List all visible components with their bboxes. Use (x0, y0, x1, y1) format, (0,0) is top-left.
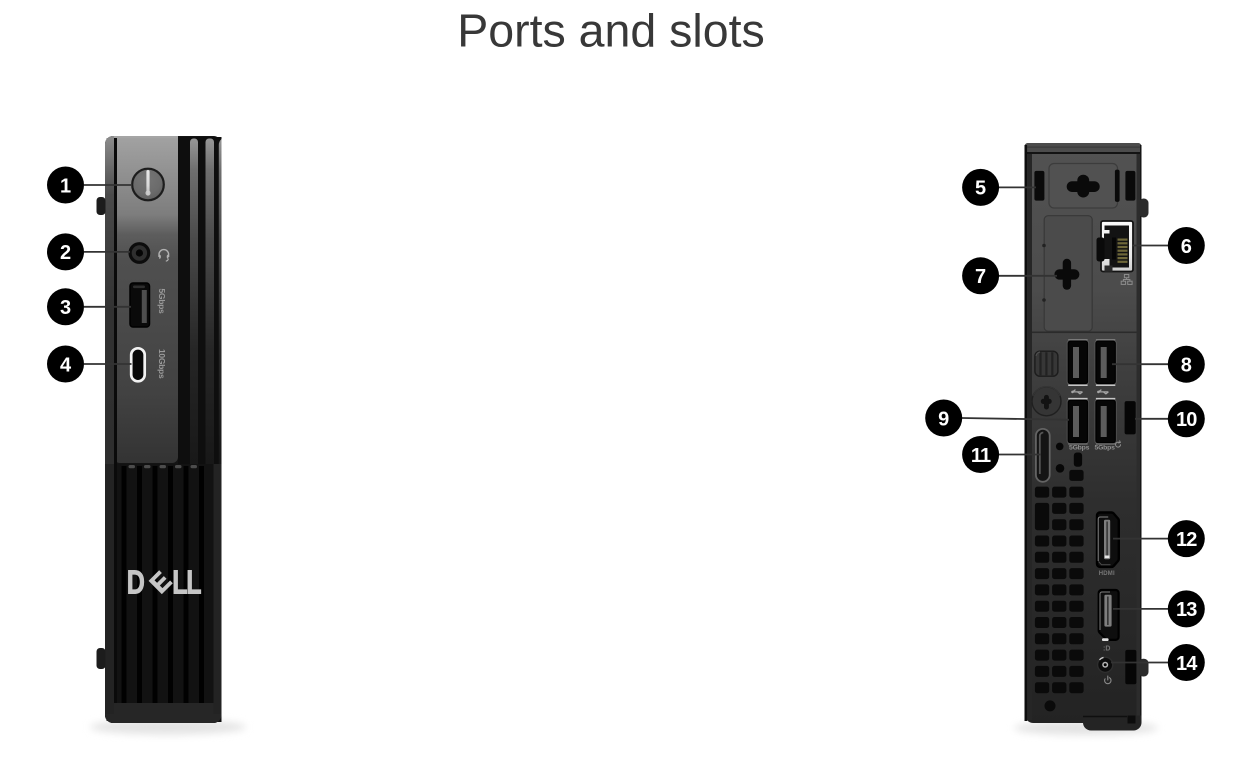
svg-text:12: 12 (1176, 529, 1197, 551)
svg-text:3: 3 (60, 297, 71, 319)
svg-text:7: 7 (975, 266, 986, 288)
svg-text:HDMI: HDMI (1099, 571, 1115, 577)
svg-text:2: 2 (60, 242, 71, 264)
svg-text:D: D (127, 564, 145, 601)
svg-text:L: L (172, 564, 187, 601)
svg-text:6: 6 (1181, 236, 1192, 258)
svg-text:5: 5 (975, 178, 986, 200)
svg-text:5Gbps: 5Gbps (1095, 444, 1116, 451)
svg-text:8: 8 (1181, 355, 1192, 377)
svg-text:1: 1 (60, 175, 71, 197)
svg-text:9: 9 (938, 408, 949, 430)
svg-text::D: :D (1103, 646, 1110, 653)
svg-text:13: 13 (1176, 599, 1197, 621)
svg-text:10: 10 (1176, 409, 1197, 431)
svg-text:Ports and slots: Ports and slots (457, 5, 765, 57)
svg-text:L: L (186, 564, 201, 601)
svg-text:11: 11 (971, 445, 991, 467)
svg-text:10Gbps: 10Gbps (157, 349, 167, 379)
svg-text:5Gbps: 5Gbps (1069, 444, 1090, 451)
svg-text:4: 4 (60, 354, 72, 376)
svg-text:5Gbps: 5Gbps (157, 289, 167, 315)
svg-text:14: 14 (1176, 653, 1198, 675)
